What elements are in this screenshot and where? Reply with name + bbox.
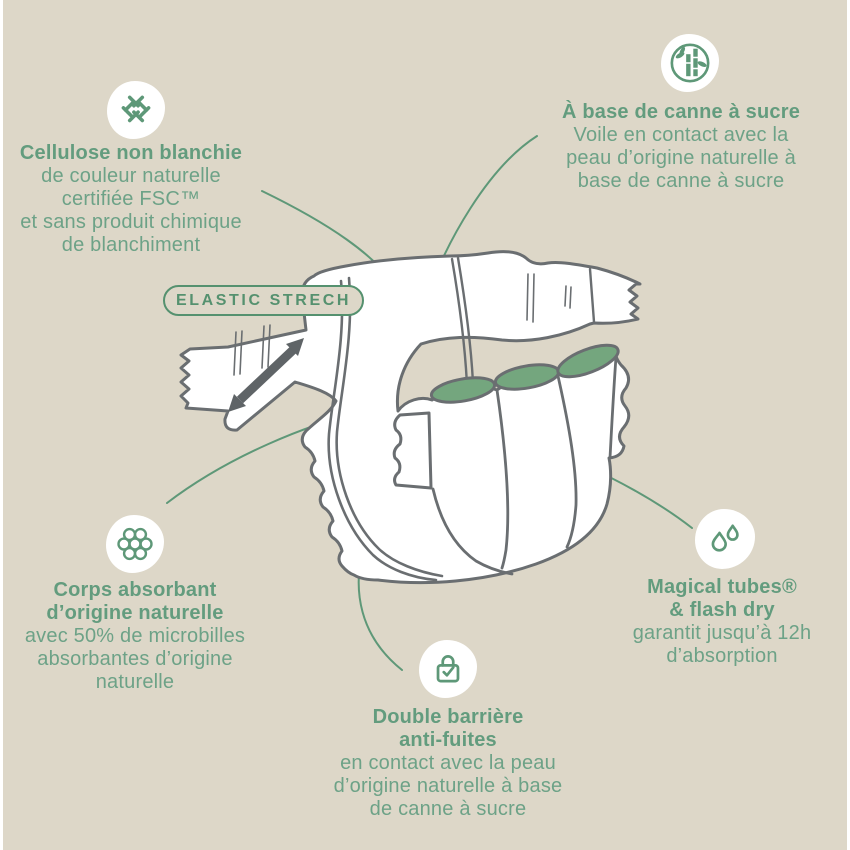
- tubes-icon-blob: [695, 509, 755, 569]
- feature-body-line: d’origine naturelle à base: [333, 775, 563, 797]
- sugarcane-icon-blob: [661, 34, 719, 92]
- feature-tubes: Magical tubes® & flash dry garantit jusq…: [597, 576, 847, 668]
- feature-title-line: Cellulose non blanchie: [19, 142, 243, 164]
- feature-title-line: d’origine naturelle: [46, 602, 224, 624]
- left-edge-strip: [0, 0, 3, 850]
- stretch-arrow: [228, 338, 304, 412]
- feature-sugarcane: À base de canne à sucre Voile en contact…: [556, 101, 806, 193]
- elastic-marks: [233, 273, 572, 376]
- feature-body-line: avec 50% de microbilles: [24, 625, 246, 647]
- feature-body-line: d’absorption: [666, 645, 778, 667]
- feature-body-line: et sans produit chimique: [20, 211, 242, 233]
- feature-body-line: certifiée FSC™: [61, 188, 201, 210]
- feature-body-line: Voile en contact avec la: [573, 124, 789, 146]
- feature-body-line: de canne à sucre: [369, 798, 527, 820]
- feature-absorbent: Corps absorbant d’origine naturelle avec…: [10, 579, 260, 694]
- feature-title-line: À base de canne à sucre: [561, 101, 801, 123]
- absorbent-tubes: [429, 343, 620, 404]
- absorbent-icon-blob: [106, 515, 164, 573]
- feature-body-line: de couleur naturelle: [41, 165, 221, 187]
- elastic-stretch-badge: ELASTIC STRECH: [163, 285, 364, 316]
- cellulose-icon-blob: [107, 81, 165, 139]
- feature-title-line: anti-fuites: [399, 729, 497, 751]
- feature-body-line: naturelle: [95, 671, 175, 693]
- feature-body-line: de blanchiment: [61, 234, 201, 256]
- feature-cellulose: Cellulose non blanchie de couleur nature…: [6, 142, 256, 257]
- feature-title-line: Double barrière: [372, 706, 524, 728]
- feature-barrier: Double barrière anti-fuites en contact a…: [323, 706, 573, 821]
- diaper-outline: [179, 250, 642, 585]
- microbeads-icon: [117, 527, 153, 561]
- feature-body-line: absorbantes d’origine: [37, 648, 233, 670]
- barrier-icon-blob: [419, 640, 477, 698]
- feature-body-line: peau d’origine naturelle à: [566, 147, 796, 169]
- right-edge-strip: [847, 0, 850, 850]
- lock-check-icon: [436, 655, 460, 683]
- feature-body-line: base de canne à sucre: [577, 170, 785, 192]
- feature-body-line: en contact avec la peau: [340, 752, 556, 774]
- feature-title-line: Corps absorbant: [53, 579, 217, 601]
- feature-title-line: & flash dry: [669, 599, 775, 621]
- droplets-icon: [711, 524, 739, 552]
- weave-icon: [121, 95, 151, 123]
- feature-title-line: Magical tubes®: [647, 576, 797, 598]
- bamboo-icon: [670, 43, 710, 83]
- diaper-seam-lines: [327, 256, 618, 582]
- feature-body-line: garantit jusqu’à 12h: [632, 622, 812, 644]
